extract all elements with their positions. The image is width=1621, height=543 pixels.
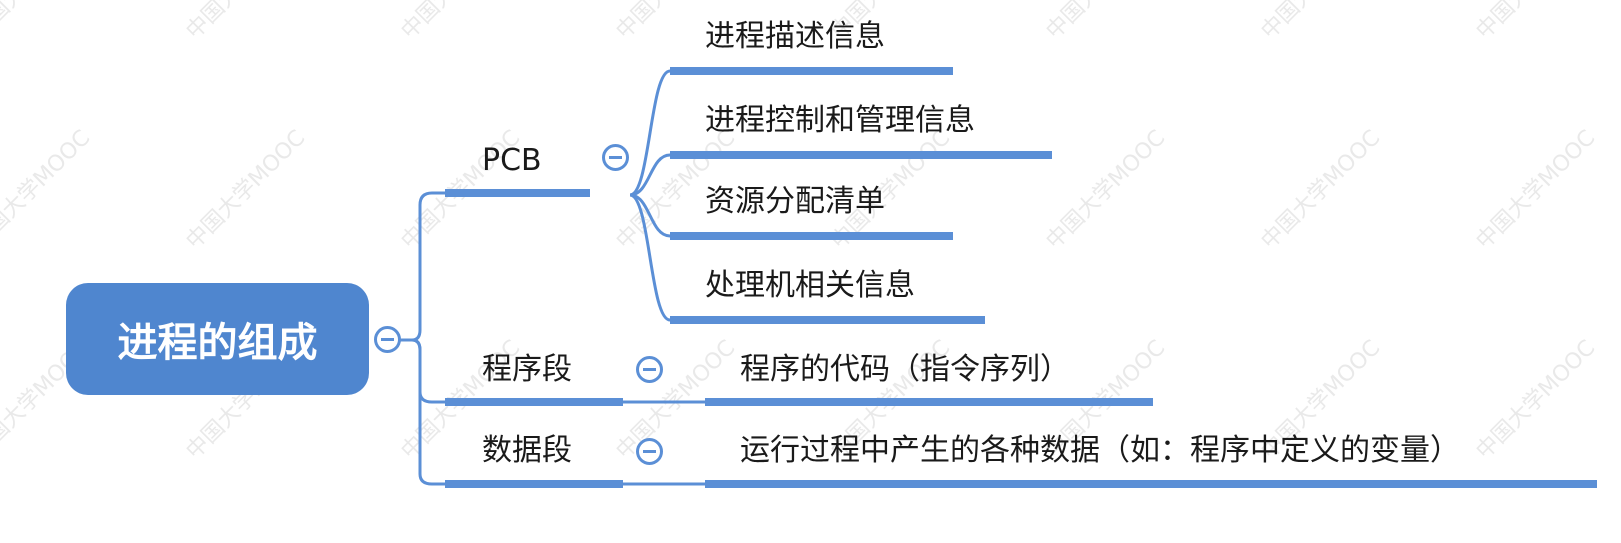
- connector-pcb-child-1: [629, 69, 671, 197]
- pcb-child-3: 资源分配清单: [705, 184, 885, 219]
- pcb-child-4: 处理机相关信息: [705, 268, 915, 303]
- branch-data-label: 数据段: [482, 433, 572, 468]
- connector-pcb-child-4: [629, 193, 671, 322]
- connector-root-pcb: [390, 191, 450, 342]
- connector-root-data: [390, 338, 450, 486]
- data-child-1: 运行过程中产生的各种数据（如：程序中定义的变量）: [740, 433, 1460, 468]
- branch-pcb-label: PCB: [482, 143, 542, 178]
- pcb-child-1: 进程描述信息: [705, 19, 885, 54]
- data-child-1-underline: [705, 480, 1597, 488]
- connector-pcb-child-2: [629, 153, 671, 197]
- pcb-child-4-underline: [670, 316, 985, 324]
- branch-pcb-collapse-icon[interactable]: [602, 144, 629, 171]
- branch-program-collapse-icon[interactable]: [636, 356, 663, 383]
- branch-data-underline: [445, 480, 623, 488]
- program-child-1: 程序的代码（指令序列）: [740, 352, 1070, 387]
- root-label: 进程的组成: [117, 320, 318, 366]
- branch-program-label: 程序段: [482, 352, 572, 387]
- pcb-child-1-underline: [670, 67, 953, 75]
- root-collapse-icon[interactable]: [374, 326, 401, 353]
- pcb-child-2-underline: [670, 151, 1052, 159]
- branch-program-underline: [445, 398, 623, 406]
- program-child-1-underline: [705, 398, 1153, 406]
- branch-pcb-underline: [445, 189, 590, 197]
- pcb-child-2: 进程控制和管理信息: [705, 103, 975, 138]
- pcb-child-3-underline: [670, 232, 953, 240]
- root-node[interactable]: 进程的组成: [66, 283, 369, 395]
- branch-data-collapse-icon[interactable]: [636, 438, 663, 465]
